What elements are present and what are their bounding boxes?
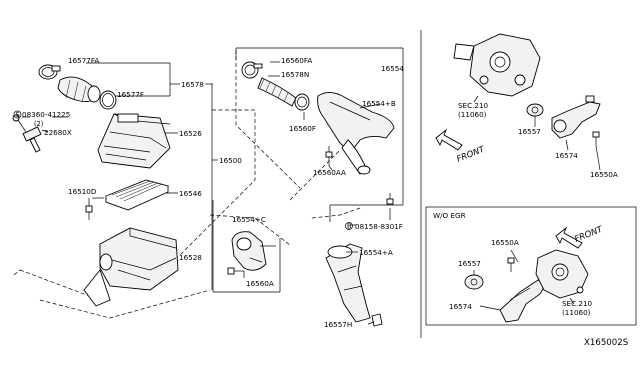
label-16560FA: 16560FA [281,56,312,65]
diagram-id: X165002S [584,338,628,348]
screw-symbol: S [13,110,22,119]
label-front-box: FRONT [573,224,604,244]
duct-16554B-drawing [317,92,395,175]
leaders-box [479,297,575,311]
label-16528: 16528 [179,253,202,262]
sensor-22680X-drawing [12,114,42,153]
front-arrow-box [555,226,583,249]
bolt-16560AA-drawing [325,146,333,166]
label-16560AA: 16560AA [313,168,346,177]
water-inlet-16574-top-drawing [551,95,601,139]
bolt-16560A-drawing [227,267,244,275]
leaders-top-right [473,95,601,171]
duct-16554A-drawing [325,243,371,323]
bolt-16550A-top-drawing [592,131,600,146]
air-cleaner-body-16528-drawing [83,227,179,307]
label-16557H: 16557H [324,320,352,329]
label-sec210-top: SEC.210 [458,101,489,110]
label-16550A-top: 16550A [590,170,618,179]
label-16574-box: 16574 [449,302,472,311]
clamp-16560F-drawing [294,93,310,111]
label-08360: 08360-41225 [22,110,70,119]
front-arrow-top [435,128,463,151]
resonator-16554C-drawing [231,231,267,271]
thermostat-16557-top-drawing [526,103,544,117]
label-16557-top: 16557 [518,127,541,136]
label-16557-box: 16557 [458,259,481,268]
label-16560F: 16560F [289,124,316,133]
thermostat-16557-box-drawing [464,270,484,290]
label-16578: 16578 [181,80,204,89]
label-22680X: 22680X [44,128,72,137]
assembly-dashes [13,50,361,319]
svg-text:S: S [16,111,20,119]
label-16550A-box: 16550A [491,238,519,247]
clip-16557H-drawing [371,313,383,327]
bracket-16578 [86,62,213,97]
bolt-16550A-box-drawing [507,249,519,272]
svg-text:B: B [347,223,352,231]
label-16560A: 16560A [246,279,274,288]
label-08360-qty: (2) [34,120,43,128]
filter-element-16546-drawing [104,179,170,211]
label-16554C: 16554+C [232,215,266,224]
bolt-08158-drawing [386,193,394,205]
clamp-16577FA-drawing [38,64,61,80]
label-16554A: 16554+A [359,248,393,257]
bolt-16510D-drawing [85,198,93,220]
thermostat-housing-box-drawing [535,249,589,299]
label-16577FA: 16577FA [68,56,99,65]
label-16577F: 16577F [117,90,144,99]
label-16574-top: 16574 [555,151,578,160]
hose-16578N-drawing [257,77,297,107]
label-sec210-box: SEC.210 [562,299,593,308]
bolt-symbol: B [345,222,353,231]
frame-16554 [212,47,404,293]
water-inlet-16574-box-drawing [499,279,547,323]
label-16554B: 16554+B [362,99,396,108]
label-sec210-box-ref: (11060) [562,308,591,317]
intake-duct-16578-drawing [57,76,101,103]
wo-egr-box [425,206,637,326]
label-16546: 16546 [179,189,202,198]
leaders-left-middle [22,61,391,325]
clamp-16577F-drawing [99,90,117,110]
label-wo-egr: W/O EGR [433,211,466,220]
clamp-16560FA-drawing [241,61,263,79]
label-16578N: 16578N [281,70,309,79]
label-sec210-top-ref: (11060) [458,110,487,119]
thermostat-housing-top-drawing [453,33,541,97]
label-16500: 16500 [219,156,242,165]
label-16510D: 16510D [68,187,97,196]
air-cleaner-cover-16526-drawing [97,113,171,169]
label-08158: 08158-8301F [355,222,403,231]
label-16554: 16554 [381,64,404,73]
label-16526: 16526 [179,129,202,138]
